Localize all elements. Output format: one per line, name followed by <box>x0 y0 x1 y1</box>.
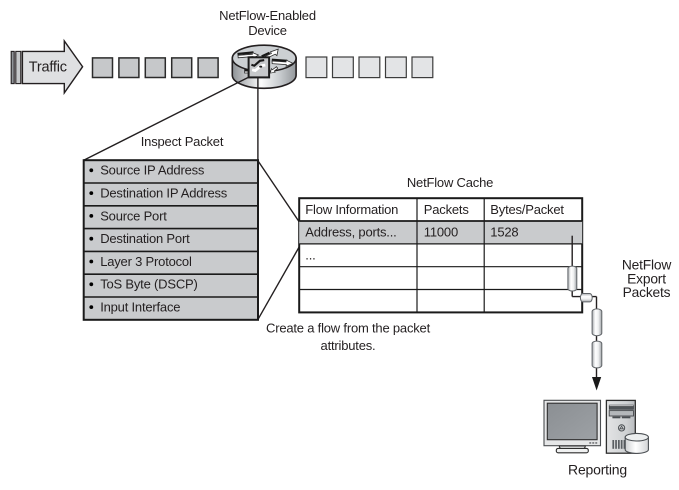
svg-text:...: ... <box>305 247 315 262</box>
svg-text:Packets: Packets <box>623 285 671 300</box>
svg-text:11000: 11000 <box>424 225 458 240</box>
svg-text:Destination Port: Destination Port <box>100 231 190 246</box>
svg-text:Create a flow from the packet: Create a flow from the packet <box>266 321 431 336</box>
svg-text:NetFlow Cache: NetFlow Cache <box>407 175 493 190</box>
svg-text:Bytes/Packet: Bytes/Packet <box>490 202 564 217</box>
svg-text:Export: Export <box>627 271 666 286</box>
svg-text:Input Interface: Input Interface <box>100 300 180 315</box>
svg-text:Layer 3 Protocol: Layer 3 Protocol <box>100 254 192 269</box>
svg-text:Address, ports...: Address, ports... <box>305 225 396 240</box>
svg-text:Destination IP Address: Destination IP Address <box>100 186 228 201</box>
svg-text:Reporting: Reporting <box>568 462 627 478</box>
svg-text:Source Port: Source Port <box>100 208 167 223</box>
svg-text:Traffic: Traffic <box>29 60 67 76</box>
svg-text:Source IP Address: Source IP Address <box>100 163 205 178</box>
svg-text:NetFlow: NetFlow <box>622 258 671 273</box>
svg-text:NetFlow-Enabled: NetFlow-Enabled <box>219 8 316 23</box>
svg-text:ToS Byte (DSCP): ToS Byte (DSCP) <box>100 277 197 292</box>
svg-text:1528: 1528 <box>490 225 518 240</box>
svg-text:attributes.: attributes. <box>321 338 376 353</box>
svg-text:Packets: Packets <box>424 202 470 217</box>
svg-text:Device: Device <box>248 23 287 38</box>
svg-text:Inspect Packet: Inspect Packet <box>141 134 224 149</box>
svg-text:Flow Information: Flow Information <box>305 202 398 217</box>
